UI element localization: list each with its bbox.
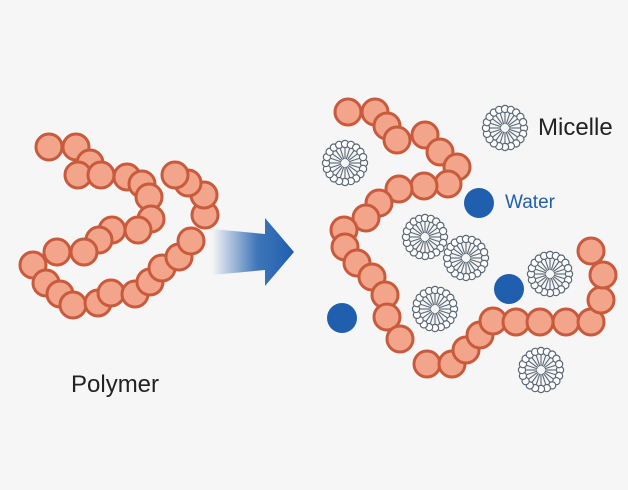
- polymer-bead: [384, 174, 414, 204]
- polymer-chain-right: [329, 97, 618, 379]
- polymer-bead: [96, 278, 126, 308]
- polymer-bead: [351, 203, 381, 233]
- polymer-bead: [333, 97, 363, 127]
- polymer-bead: [385, 324, 415, 354]
- micelle-group: [321, 104, 574, 394]
- polymer-bead: [501, 307, 531, 337]
- micelle-icon: [411, 285, 459, 333]
- water-group: [327, 188, 524, 333]
- micelle-label: Micelle: [538, 114, 613, 141]
- micelle-icon: [526, 250, 574, 298]
- polymer-bead: [576, 236, 606, 266]
- micelle-icon: [517, 346, 565, 394]
- polymer-chain-left: [18, 132, 220, 320]
- polymer-bead: [412, 349, 442, 379]
- polymer-bead: [586, 285, 616, 315]
- polymer-bead: [34, 132, 64, 162]
- polymer-bead: [525, 307, 555, 337]
- polymer-bead: [551, 307, 581, 337]
- micelle-icon: [321, 139, 369, 187]
- polymer-bead: [588, 260, 618, 290]
- water-label: Water: [505, 192, 555, 213]
- micelle-icon: [442, 234, 490, 282]
- polymer-bead: [409, 171, 439, 201]
- right-arrow-icon: [212, 218, 294, 286]
- polymer-bead: [58, 290, 88, 320]
- polymer-bead: [86, 160, 116, 190]
- polymer-bead: [176, 226, 206, 256]
- polymer-bead: [42, 237, 72, 267]
- water-molecule-icon: [464, 188, 494, 218]
- micelle-icon: [481, 104, 529, 152]
- water-molecule-icon: [494, 274, 524, 304]
- polymer-bead: [69, 237, 99, 267]
- polymer-bead: [382, 125, 412, 155]
- polymer-bead: [160, 160, 190, 190]
- polymer-bead: [372, 302, 402, 332]
- polymer-bead: [433, 169, 463, 199]
- polymer-label: Polymer: [71, 371, 160, 398]
- micelle-icon: [401, 213, 449, 261]
- polymer-bead: [123, 215, 153, 245]
- water-molecule-icon: [327, 303, 357, 333]
